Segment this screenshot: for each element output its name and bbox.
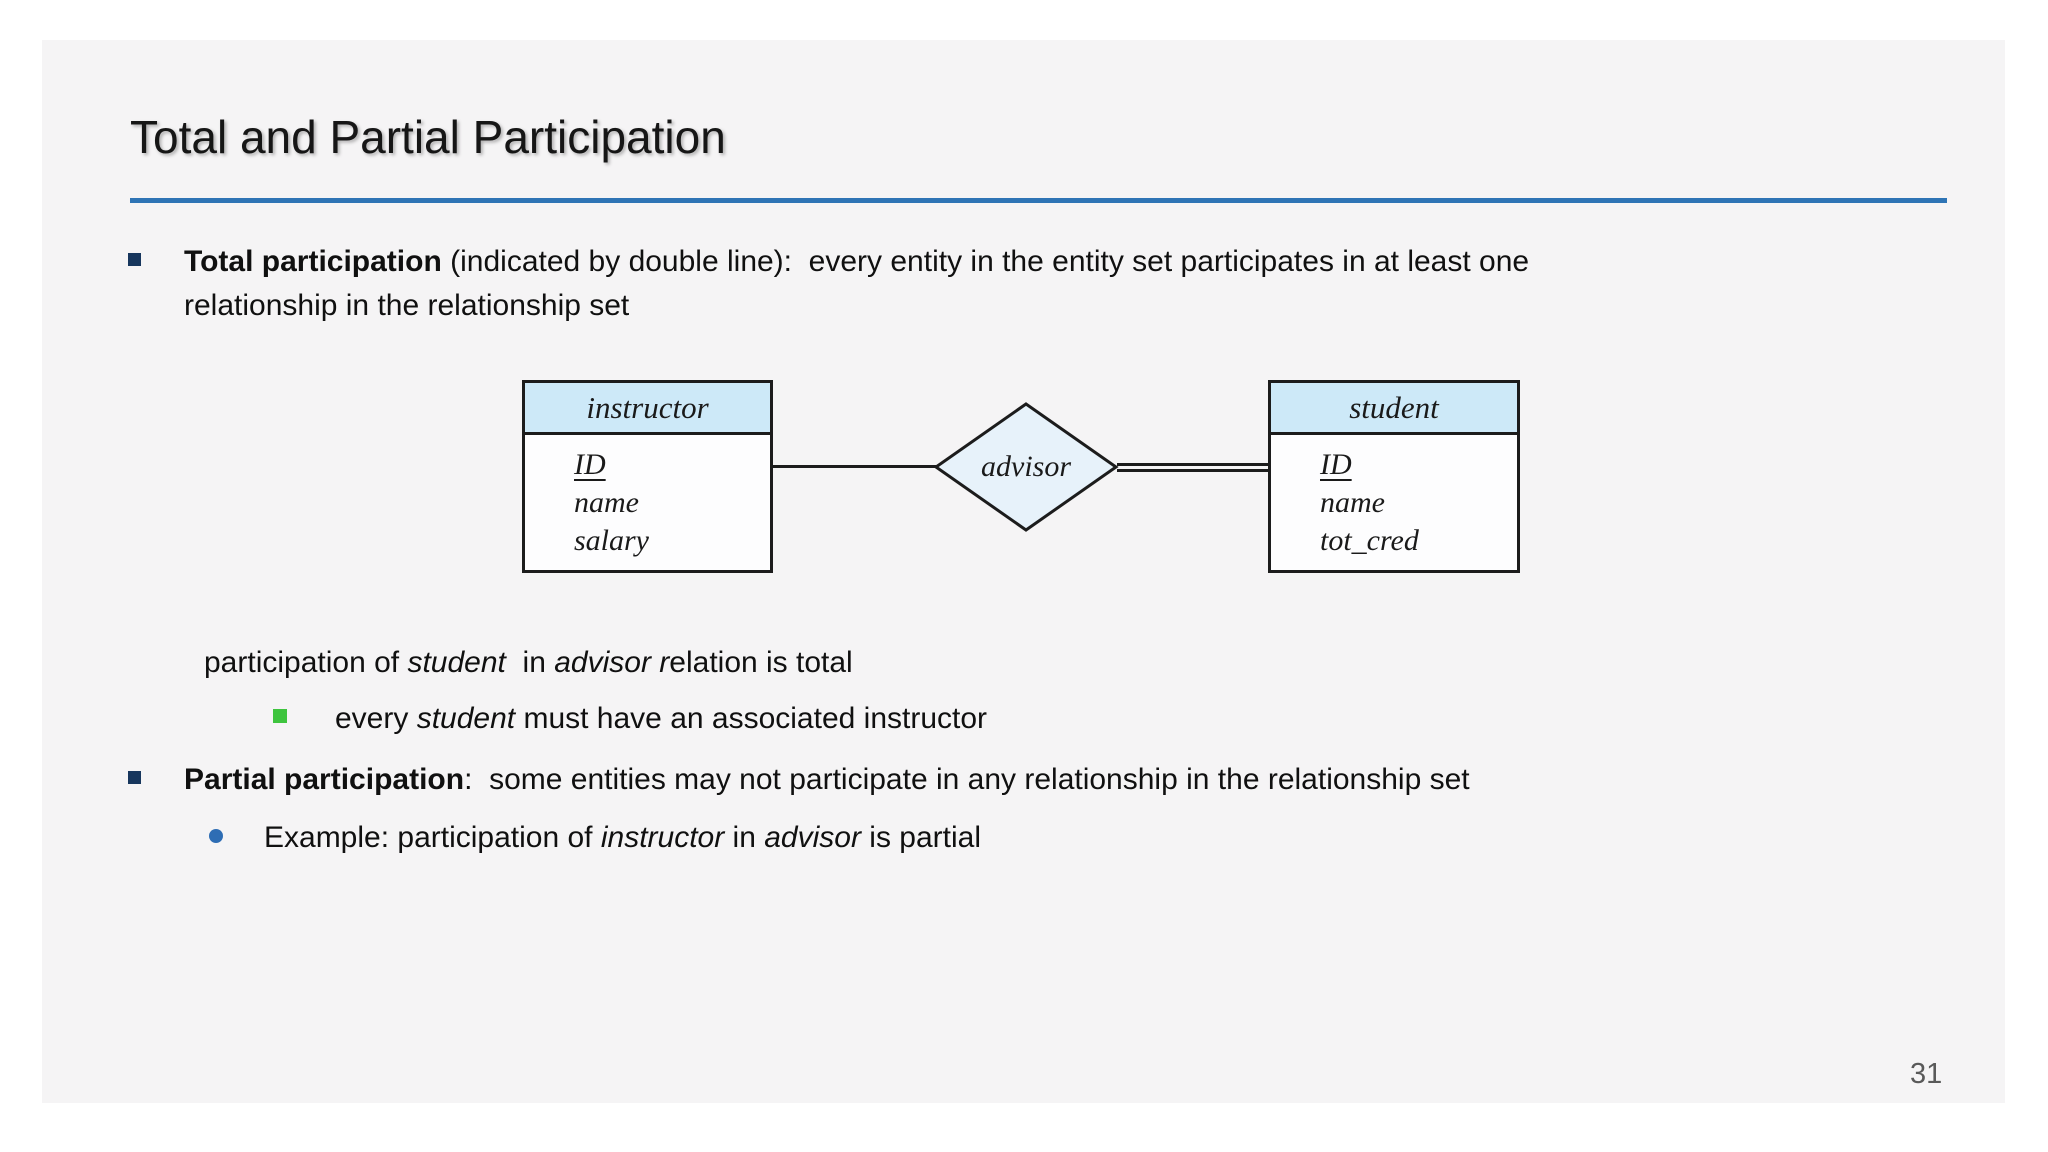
attribute-row: ID — [574, 448, 606, 481]
double-line-connector — [1117, 463, 1271, 472]
page-number: 31 — [1910, 1058, 1943, 1090]
entity-instructor: instructor ID name salary — [522, 380, 773, 573]
relationship-label: advisor — [981, 450, 1071, 483]
note-student-total: participation of student in advisor rela… — [204, 646, 853, 679]
attribute-row: ID — [1320, 448, 1352, 481]
single-line-connector — [771, 465, 937, 468]
diamond-polygon — [933, 402, 1119, 532]
entity-instructor-header: instructor — [525, 383, 770, 435]
diamond-shape — [933, 402, 1119, 532]
bullet-square-icon — [128, 771, 141, 784]
attribute-row: salary — [574, 524, 649, 557]
subnote-every-student: every student must have an associated in… — [335, 702, 988, 735]
bullet-square-icon — [128, 253, 141, 266]
page-title: Total and Partial Participation — [130, 111, 726, 163]
entity-instructor-attributes: ID name salary — [525, 435, 770, 560]
bullet-dot-icon — [209, 829, 223, 843]
entity-instructor-title: instructor — [586, 390, 709, 425]
bullet-square-green-icon — [273, 709, 287, 723]
attribute-row: tot_cred — [1320, 524, 1419, 557]
relationship-diamond — [933, 401, 1119, 533]
bullet-example-partial: Example: participation of instructor in … — [264, 821, 982, 854]
entity-student: student ID name tot_cred — [1268, 380, 1520, 573]
entity-student-attributes: ID name tot_cred — [1271, 435, 1517, 560]
title-divider-rule — [130, 198, 1947, 203]
bullet-partial-participation: Partial participation: some entities may… — [184, 763, 1470, 796]
entity-student-title: student — [1349, 390, 1439, 425]
attribute-row: name — [574, 486, 639, 519]
slide: Total and Partial Participation Total pa… — [42, 40, 2005, 1103]
bullet-total-participation: Total participation (indicated by double… — [184, 245, 1530, 322]
attribute-row: name — [1320, 486, 1385, 519]
entity-student-header: student — [1271, 383, 1517, 435]
